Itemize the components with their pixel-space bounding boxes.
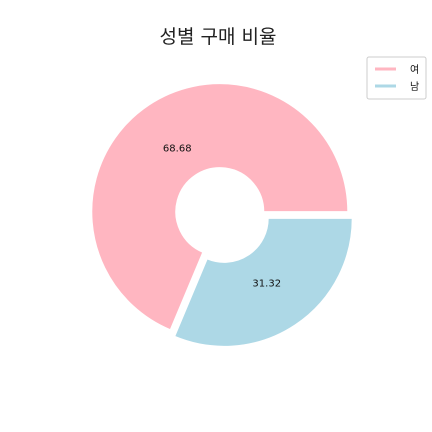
legend-label-1: 여	[410, 64, 419, 76]
legend: 여남	[366, 56, 427, 100]
legend-label-2: 남	[410, 81, 419, 93]
pie-slices	[91, 83, 353, 347]
pie-slice-2	[174, 217, 353, 347]
percentage-labels: 68.68 31.32	[163, 144, 281, 290]
slice-value-label-1: 68.68	[163, 144, 192, 155]
slice-value-label-2: 31.32	[252, 278, 281, 289]
pie-slice-1	[91, 83, 349, 331]
chart-title: 성별 구매 비율	[160, 26, 277, 48]
